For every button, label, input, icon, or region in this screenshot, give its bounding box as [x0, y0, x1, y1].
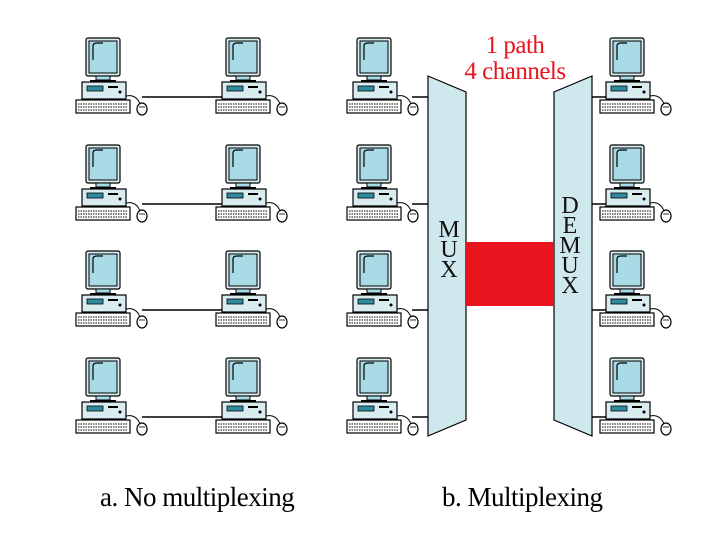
demux-letter: D — [561, 193, 579, 219]
link-label-path: 1 path — [485, 32, 545, 59]
direct-link — [75, 357, 288, 436]
demux-label: D E M U X — [555, 193, 585, 299]
mux-letter: U — [440, 237, 458, 263]
computer-icon — [346, 250, 419, 329]
computer-icon — [346, 357, 419, 436]
computer-icon — [599, 250, 672, 329]
mux-letter: X — [440, 257, 458, 283]
demux-letter: U — [561, 253, 579, 279]
link-label-channels: 4 channels — [464, 58, 566, 85]
demux-letter: M — [559, 233, 581, 259]
computer-icon — [75, 37, 148, 116]
computer-icon — [599, 37, 672, 116]
demux-device — [553, 75, 593, 437]
direct-link — [75, 144, 288, 223]
mux-label: M U X — [434, 217, 464, 283]
computer-icon — [599, 144, 672, 223]
direct-link — [75, 37, 288, 116]
demux-letter: E — [562, 213, 578, 239]
demux-letter: X — [561, 273, 579, 299]
computer-icon — [215, 37, 288, 116]
computer-icon — [75, 144, 148, 223]
computer-icon — [599, 357, 672, 436]
computer-icon — [215, 144, 288, 223]
computer-icon — [215, 250, 288, 329]
multiplexing-section — [346, 37, 672, 437]
direct-link — [75, 250, 288, 329]
computer-icon — [346, 144, 419, 223]
computer-icon — [346, 37, 419, 116]
mux-letter: M — [438, 217, 460, 243]
mux-device — [427, 75, 467, 437]
shared-link — [466, 242, 554, 306]
caption-multiplexing: b. Multiplexing — [442, 482, 603, 512]
computer-icon — [75, 250, 148, 329]
computer-icon — [75, 357, 148, 436]
caption-no-multiplexing: a. No multiplexing — [100, 482, 295, 512]
no-multiplexing-section — [75, 37, 288, 436]
computer-icon — [215, 357, 288, 436]
